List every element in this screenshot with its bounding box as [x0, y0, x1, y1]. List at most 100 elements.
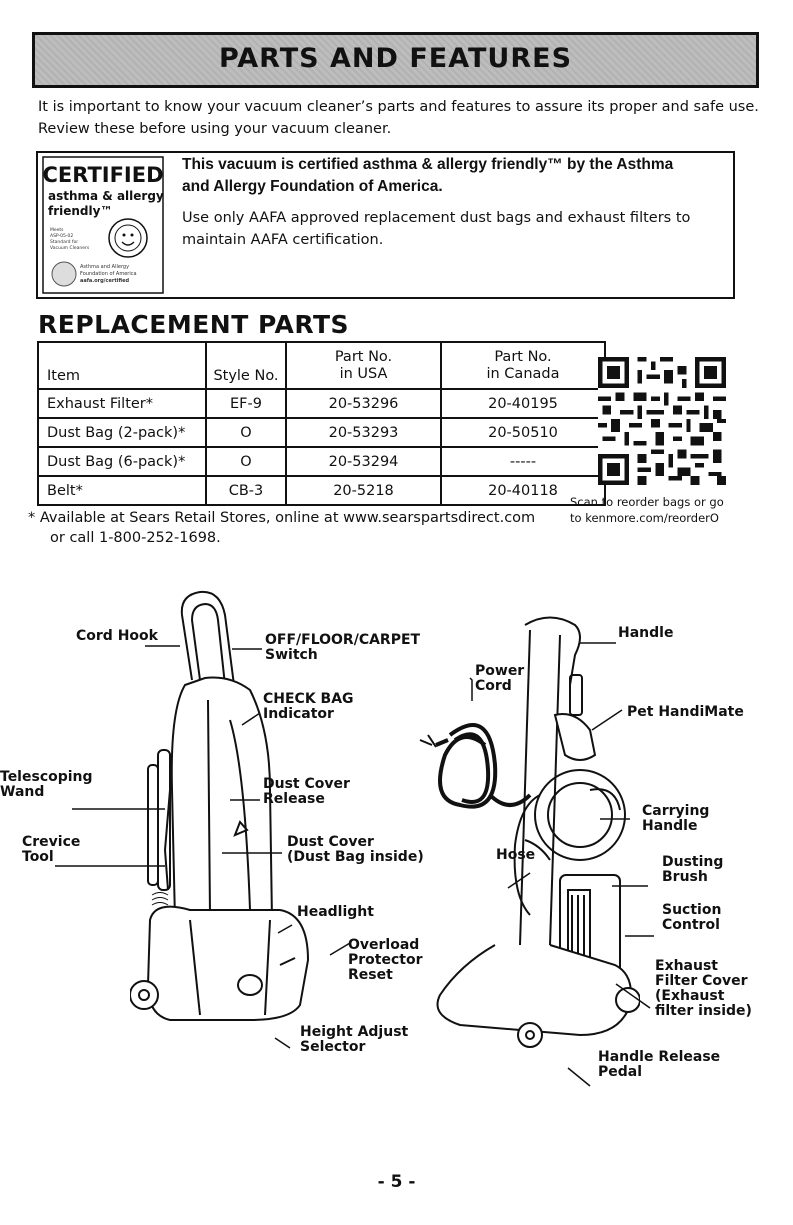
reorder-qr-code[interactable]	[596, 357, 728, 485]
cell-usa: 20-53296	[285, 388, 442, 419]
label-line: Tool	[22, 849, 54, 865]
cell-canada: 20-40118	[440, 475, 606, 506]
label-line: Dust Cover	[287, 834, 374, 850]
label-line: Protector	[348, 952, 423, 968]
aafa-certified-logo: CERTIFIED asthma & allergy friendly™ Mee…	[42, 156, 164, 294]
cert-heading-line: and Allergy Foundation of America.	[182, 178, 443, 195]
label-hose: Hose	[496, 847, 536, 863]
certification-box	[36, 151, 735, 299]
intro-line-1: It is important to know your vacuum clea…	[38, 99, 759, 115]
label-cord-hook: Cord Hook	[76, 628, 158, 644]
page-number: - 5 -	[377, 1172, 416, 1192]
logo-foundation-line: aafa.org/certified	[80, 278, 130, 284]
label-line: Pedal	[598, 1064, 643, 1080]
cert-body-line: Use only AAFA approved replacement dust …	[182, 210, 691, 226]
cell-style: CB-3	[205, 475, 287, 506]
replacement-parts-table: Item Style No. Part No.in USA Part No.in…	[37, 341, 606, 506]
header-canada-line: in Canada	[486, 365, 560, 382]
logo-foundation-line: Foundation of America	[80, 271, 137, 277]
logo-friendly-text: friendly™	[48, 204, 112, 218]
table-row: Dust Bag (6-pack)* O 20-53294 -----	[37, 446, 606, 477]
cell-item: Dust Bag (6-pack)*	[37, 446, 207, 477]
header-canada: Part No.in Canada	[440, 341, 606, 390]
label-line: (Exhaust	[655, 988, 725, 1004]
table-header-row: Item Style No. Part No.in USA Part No.in…	[37, 341, 606, 390]
header-style-text: Style No.	[213, 368, 279, 384]
label-line: Overload	[348, 937, 420, 953]
intro-line-2: Review these before using your vacuum cl…	[38, 121, 392, 137]
label-line: Cord	[475, 678, 512, 694]
label-line: Selector	[300, 1039, 366, 1055]
logo-model-line: Vacuum Cleaners	[50, 245, 90, 251]
label-line: Handle Release	[598, 1049, 721, 1065]
header-canada-line: Part No.	[494, 348, 552, 365]
cell-style: O	[205, 417, 287, 448]
table-row: Exhaust Filter* EF-9 20-53296 20-40195	[37, 388, 606, 419]
label-line: OFF/FLOOR/CARPET	[265, 632, 421, 648]
cert-heading-line: This vacuum is certified asthma & allerg…	[182, 156, 674, 173]
logo-model-line: Meets	[50, 227, 64, 233]
cell-usa: 20-53293	[285, 417, 442, 448]
label-line: Crevice	[22, 834, 81, 850]
label-headlight: Headlight	[297, 904, 374, 920]
qr-caption-line: to kenmore.com/reorderO	[570, 511, 719, 525]
label-line: filter inside)	[655, 1003, 752, 1019]
certification-heading: This vacuum is certified asthma & allerg…	[182, 154, 722, 198]
availability-footnote: * Available at Sears Retail Stores, onli…	[28, 510, 536, 526]
table-row: Belt* CB-3 20-5218 20-40118	[37, 475, 606, 506]
logo-foundation-line: Asthma and Allergy	[80, 264, 129, 270]
header-usa-line: Part No.	[334, 348, 393, 365]
cell-canada: 20-40195	[440, 388, 606, 419]
table-row: Dust Bag (2-pack)* O 20-53293 20-50510	[37, 417, 606, 448]
vacuum-back-illustration	[419, 616, 640, 1048]
label-line: Release	[263, 791, 325, 807]
label-pet-handimate: Pet HandiMate	[627, 704, 744, 720]
label-line: Control	[662, 917, 720, 933]
replacement-parts-title: REPLACEMENT PARTS	[38, 310, 350, 339]
header-style: Style No.	[205, 341, 287, 390]
callout-leader-lines	[55, 642, 654, 1087]
label-line: Telescoping	[0, 769, 93, 785]
label-line: Carrying	[642, 803, 710, 819]
cert-body-line: maintain AAFA certification.	[182, 232, 384, 248]
logo-model-line: Standard for	[50, 239, 78, 245]
label-line: Wand	[0, 784, 45, 800]
header-usa-line: in USA	[339, 365, 388, 382]
cell-canada: 20-50510	[440, 417, 606, 448]
label-line: Dust Cover	[263, 776, 350, 792]
label-line: Dusting	[662, 854, 724, 870]
label-line: Indicator	[263, 706, 334, 722]
logo-certified-text: CERTIFIED	[42, 163, 163, 187]
label-line: Switch	[265, 647, 318, 663]
availability-footnote-line-2: or call 1-800-252-1698.	[50, 530, 221, 546]
label-line: Handle	[642, 818, 698, 834]
vacuum-front-illustration	[130, 590, 310, 1021]
label-line: Reset	[348, 967, 393, 983]
cell-item: Belt*	[37, 475, 207, 506]
label-line: Exhaust	[655, 958, 718, 974]
label-line: Brush	[662, 869, 708, 885]
label-line: CHECK BAG	[263, 691, 354, 707]
label-line: Filter Cover	[655, 973, 748, 989]
cell-usa: 20-5218	[285, 475, 442, 506]
foundation-emblem-icon	[51, 261, 77, 287]
label-handle: Handle	[618, 625, 674, 641]
label-line: (Dust Bag inside)	[287, 849, 424, 865]
section-banner: PARTS AND FEATURES	[32, 32, 759, 88]
logo-model-line: ASP-05-02	[50, 233, 73, 239]
header-usa: Part No.in USA	[285, 341, 442, 390]
cell-item: Exhaust Filter*	[37, 388, 207, 419]
cell-usa: 20-53294	[285, 446, 442, 477]
qr-caption: Scan to reorder bags or go to kenmore.co…	[570, 494, 770, 526]
